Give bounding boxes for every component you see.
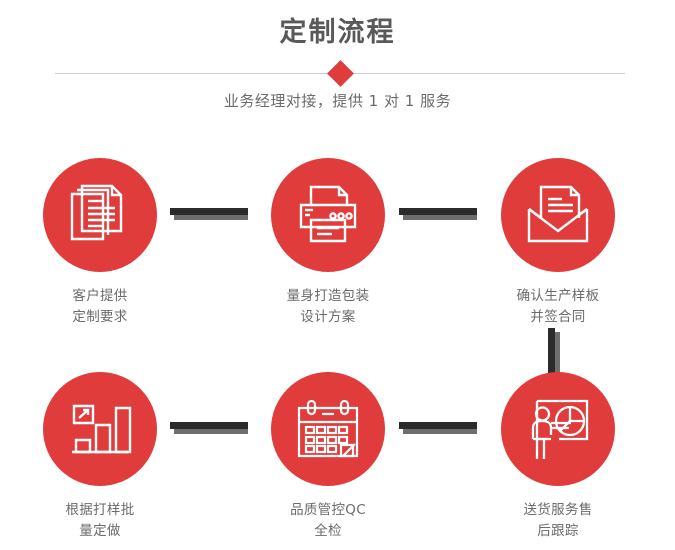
step-6-icon-circle[interactable] [501,372,615,486]
connector-bar-shadow [174,429,248,434]
step-3-label: 确认生产样板 并签合同 [516,288,600,325]
connector-bar [170,208,248,215]
process-step-2[interactable]: 量身打造包装 设计方案 [248,158,408,328]
connector-bar-shadow [555,332,560,376]
step-1-label: 客户提供 定制要求 [72,288,128,325]
process-step-3[interactable]: 确认生产样板 并签合同 [478,158,638,328]
step-3-icon-circle[interactable] [501,158,615,272]
connector-bar-shadow [403,215,477,220]
step-5-label: 品质管控QC 全检 [290,502,366,539]
connector-bar-shadow [174,215,248,220]
envelope-document-icon [527,185,589,243]
connector-step4-step5 [170,422,248,435]
printer-icon [299,185,357,243]
step-4-icon-circle[interactable] [43,372,157,486]
page-subtitle: 业务经理对接，提供 1 对 1 服务 [223,92,452,110]
step-1-icon-circle[interactable] [43,158,157,272]
process-step-5[interactable]: 品质管控QC 全检 [248,372,408,542]
presentation-pie-chart-icon [531,399,589,459]
connector-bar [399,422,477,429]
process-step-6[interactable]: 送货服务售 后跟踪 [478,372,638,542]
connector-bar [170,422,248,429]
connector-step5-step6 [399,422,477,435]
page-title: 定制流程 [279,17,396,48]
documents-stack-icon [70,184,123,241]
connector-bar-shadow [403,429,477,434]
step-2-icon-circle[interactable] [271,158,385,272]
connector-step3-step6 [548,328,561,376]
step-4-label: 根据打样批 量定做 [65,502,135,539]
step-2-label: 量身打造包装 设计方案 [286,288,370,325]
step-5-icon-circle[interactable] [271,372,385,486]
calendar-icon [297,399,359,458]
connector-bar [399,208,477,215]
process-step-1[interactable]: 客户提供 定制要求 [20,158,180,328]
connector-step1-step2 [170,208,248,221]
step-6-label: 送货服务售 后跟踪 [523,502,593,539]
connector-step2-step3 [399,208,477,221]
bar-chart-growth-icon [72,404,132,454]
connector-bar [548,328,555,376]
diamond-marker-icon [327,60,354,87]
process-step-4[interactable]: 根据打样批 量定做 [20,372,180,542]
divider [55,60,625,87]
